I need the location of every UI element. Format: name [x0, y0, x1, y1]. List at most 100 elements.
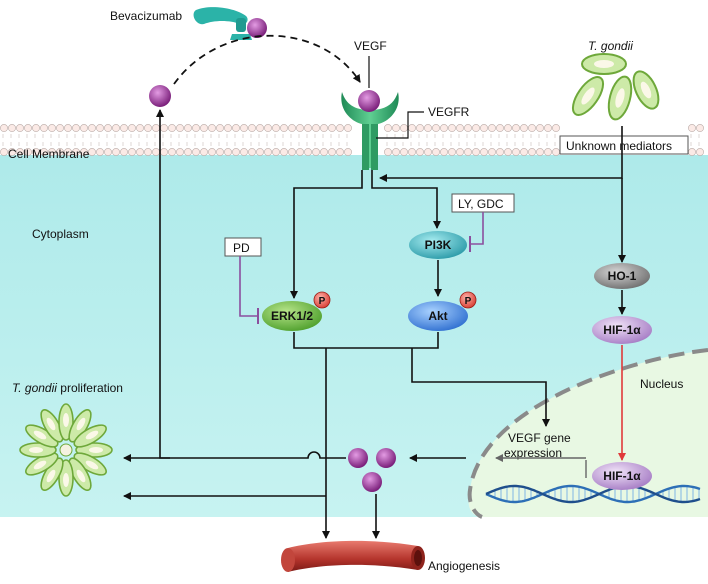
lipid-head — [424, 148, 432, 156]
rosette-center — [59, 443, 73, 457]
lipid-head — [256, 148, 264, 156]
blood-vessel-icon — [281, 540, 425, 572]
tgondii-proliferation-italic: T. gondii — [12, 381, 57, 395]
lipid-head — [520, 124, 528, 132]
lipid-head — [384, 124, 392, 132]
lipid-head — [224, 124, 232, 132]
lipid-head — [320, 124, 328, 132]
lipid-head — [392, 148, 400, 156]
lipid-head — [536, 124, 544, 132]
lipid-head — [296, 148, 304, 156]
lipid-head — [248, 148, 256, 156]
lipid-head — [16, 124, 24, 132]
lipid-head — [280, 148, 288, 156]
lipid-head — [400, 124, 408, 132]
lipid-head — [264, 124, 272, 132]
lipid-head — [408, 124, 416, 132]
lipid-head — [104, 148, 112, 156]
lipid-head — [264, 148, 272, 156]
lipid-head — [304, 148, 312, 156]
pd-inhibition — [239, 256, 258, 317]
lipid-head — [272, 148, 280, 156]
tachyzoite-nucleus — [46, 469, 56, 483]
tachyzoite-nucleus — [63, 413, 69, 427]
ho1-node — [594, 263, 650, 289]
lipid-head — [40, 148, 48, 156]
hif-cytoplasm-label: HIF-1α — [603, 323, 641, 337]
lipid-head — [480, 124, 488, 132]
unknown-mediators-box — [559, 135, 689, 155]
lipid-head — [168, 148, 176, 156]
lipid-head — [184, 148, 192, 156]
hif-nucleus-label: HIF-1α — [603, 469, 641, 483]
lipid-head — [80, 148, 88, 156]
lipid-head — [312, 124, 320, 132]
lipid-head — [688, 148, 696, 156]
vegfr-pointer — [376, 111, 424, 139]
lipid-head — [232, 124, 240, 132]
ho1-label: HO-1 — [608, 269, 637, 283]
dna-helix — [485, 484, 701, 504]
lipid-head — [56, 124, 64, 132]
lipid-head — [48, 124, 56, 132]
lipid-head — [88, 148, 96, 156]
lipid-head — [208, 148, 216, 156]
vegf-ligand-bound — [358, 90, 380, 112]
lipid-head — [192, 124, 200, 132]
lipid-head — [32, 148, 40, 156]
erk-node — [262, 301, 322, 331]
lipid-head — [440, 124, 448, 132]
tachyzoite-nucleus — [85, 430, 99, 440]
dna-strand — [485, 484, 701, 504]
lipid-head — [128, 148, 136, 156]
lipid-head — [384, 148, 392, 156]
lipid-head — [216, 124, 224, 132]
lipid-head — [80, 124, 88, 132]
lipid-head — [496, 148, 504, 156]
lipid-head — [696, 148, 704, 156]
lipid-head — [136, 124, 144, 132]
lipid-head — [504, 148, 512, 156]
tachyzoite-nucleus — [63, 473, 69, 487]
lipid-head — [112, 148, 120, 156]
vegf-label: VEGF — [354, 39, 387, 53]
tgondii-cluster — [571, 53, 660, 121]
hif-nucleus-node — [592, 462, 652, 490]
lipid-head — [320, 148, 328, 156]
akt-phospho-icon — [459, 291, 477, 309]
ly-gdc-label: LY, GDC — [458, 197, 504, 211]
lipid-head — [184, 124, 192, 132]
lipid-head — [272, 124, 280, 132]
arrow-vegfr-pi3k — [371, 170, 441, 229]
lipid-head — [424, 124, 432, 132]
lipid-head — [160, 124, 168, 132]
lipid-head — [248, 124, 256, 132]
lipid-head — [152, 124, 160, 132]
unknown-mediators-label: Unknown mediators — [566, 139, 672, 153]
lipid-head — [288, 148, 296, 156]
lipid-head — [512, 124, 520, 132]
lipid-head — [488, 124, 496, 132]
lipid-head — [120, 124, 128, 132]
lipid-head — [168, 124, 176, 132]
lipid-head — [312, 148, 320, 156]
lipid-head — [112, 124, 120, 132]
tachyzoite-nucleus — [33, 430, 47, 440]
lipid-head — [24, 124, 32, 132]
lipid-head — [696, 124, 704, 132]
lipid-head — [464, 124, 472, 132]
lipid-head — [24, 148, 32, 156]
lipid-head — [392, 124, 400, 132]
lipid-head — [0, 148, 8, 156]
pd-label: PD — [233, 241, 250, 255]
lipid-head — [16, 148, 24, 156]
lipid-head — [344, 148, 352, 156]
lipid-head — [456, 124, 464, 132]
lipid-head — [528, 124, 536, 132]
lipid-head — [72, 124, 80, 132]
lipid-head — [416, 148, 424, 156]
angiogenesis-label: Angiogenesis — [428, 559, 500, 573]
vegf-ligand-free — [149, 85, 171, 107]
arrow-vegfr-erk — [290, 170, 363, 299]
